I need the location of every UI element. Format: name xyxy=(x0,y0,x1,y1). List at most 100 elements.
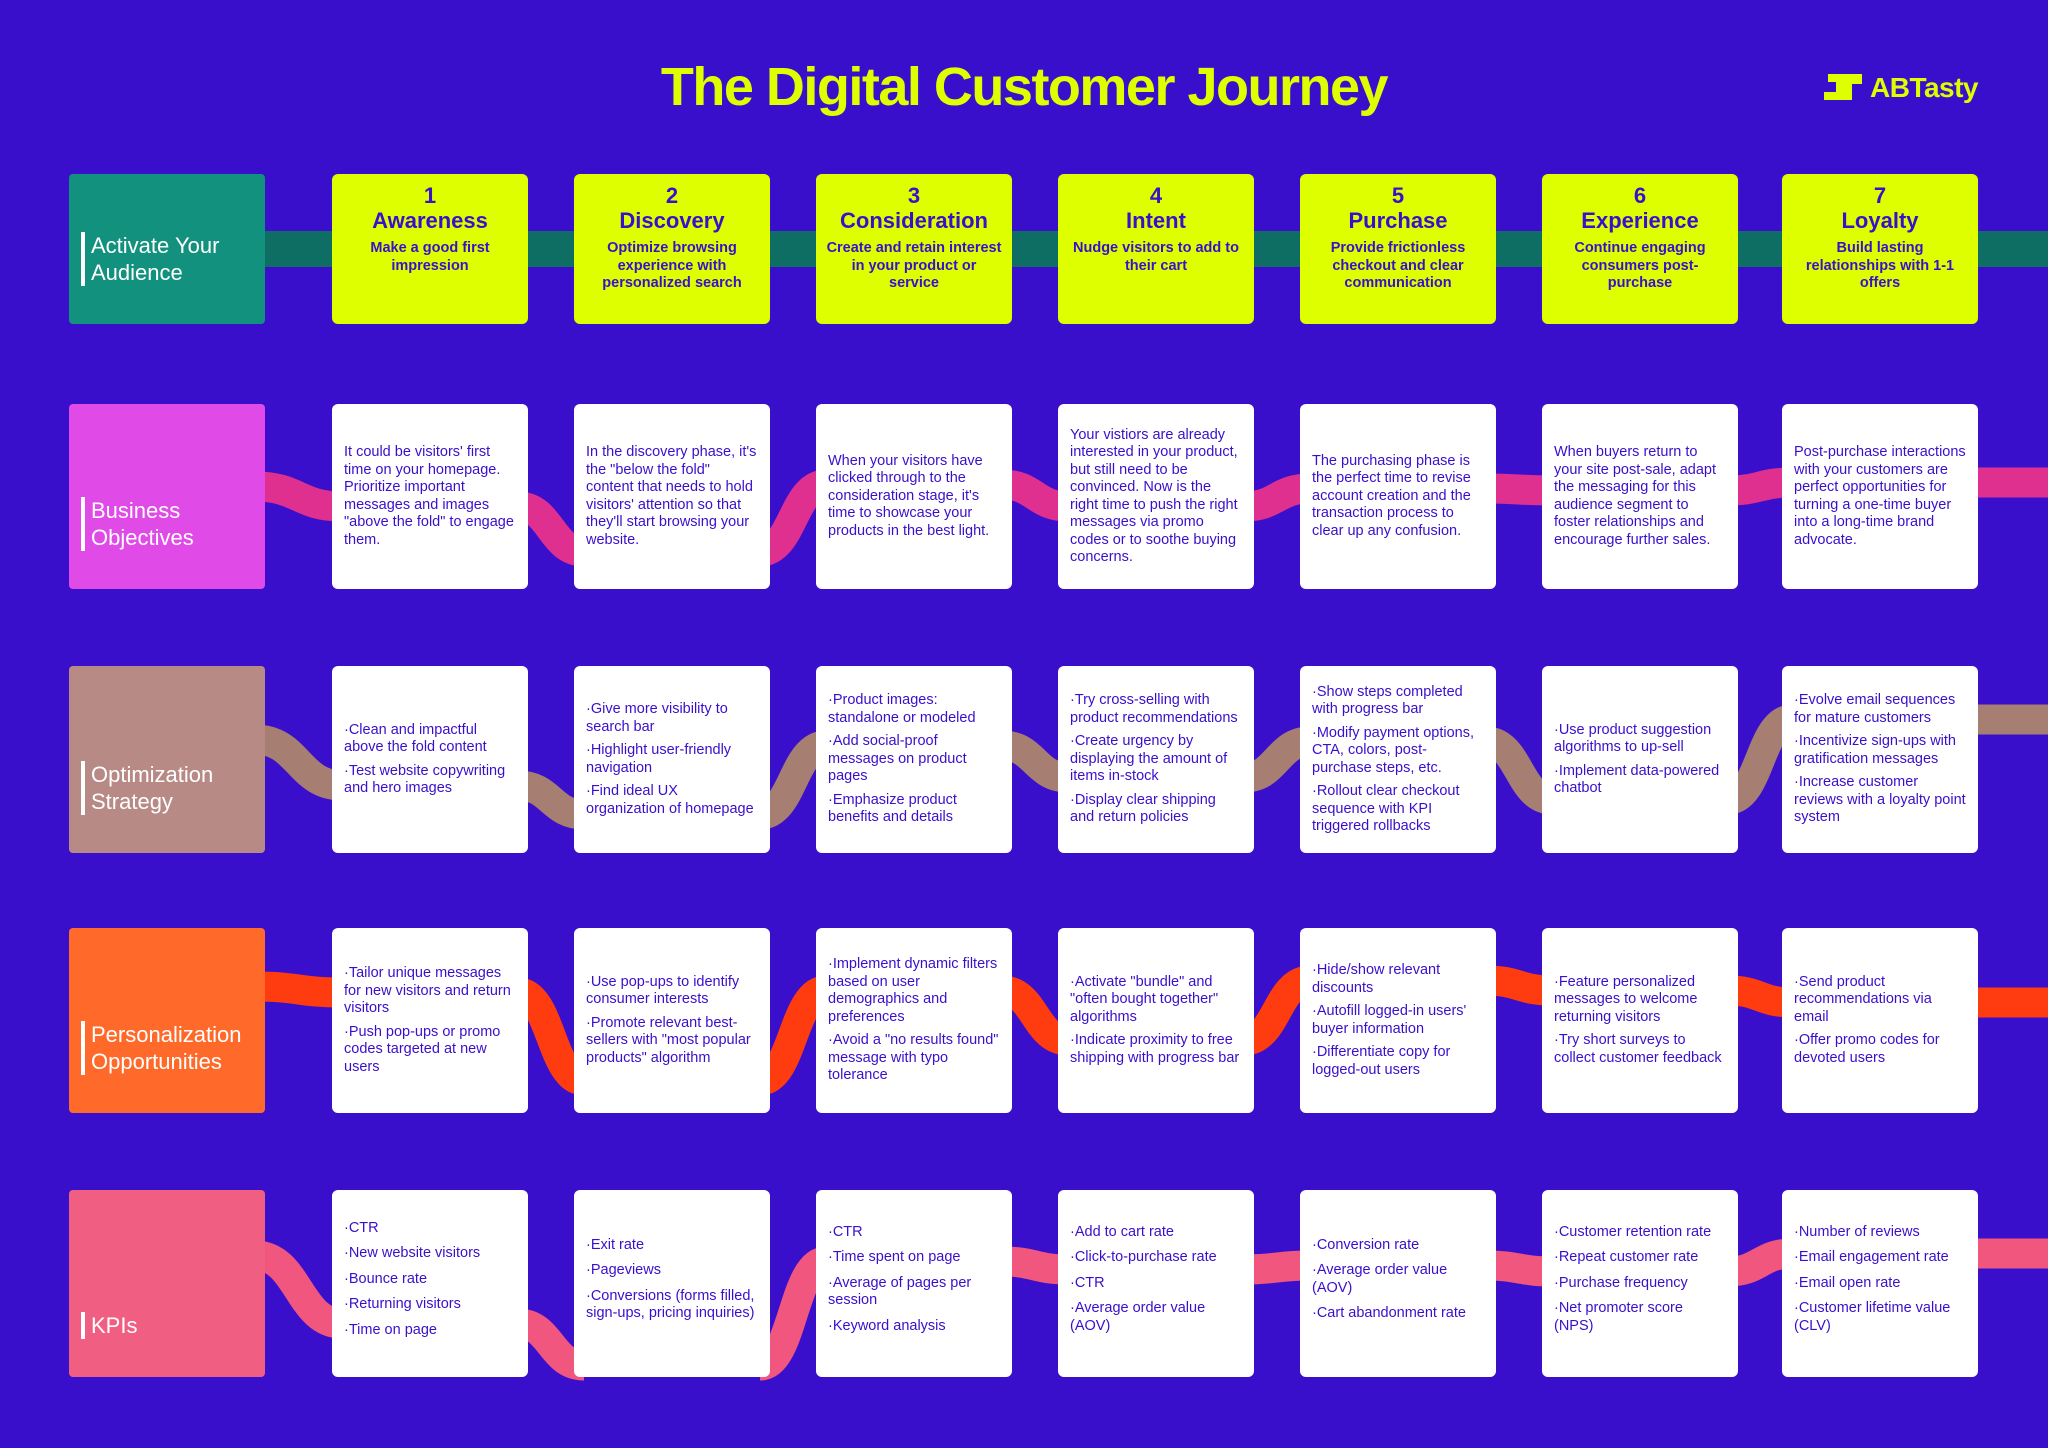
bullet-item: ·Find ideal UX organization of homepage xyxy=(586,783,754,817)
optimization-card: ·Clean and impactful above the fold cont… xyxy=(332,666,528,853)
bullet-item: ·Give more visibility to search bar xyxy=(586,701,728,735)
bullet-item: ·Incentivize sign-ups with gratification… xyxy=(1794,733,1956,767)
stage-name: Loyalty xyxy=(1841,208,1919,233)
stage-number: 6 xyxy=(1633,183,1647,208)
business-objective-card: When your visitors have clicked through … xyxy=(816,404,1012,589)
row-label-text: Optimization Strategy xyxy=(81,761,213,815)
bullet-item: ·Modify payment options, CTA, colors, po… xyxy=(1312,724,1474,776)
stage-description: Optimize browsing experience with person… xyxy=(602,240,742,291)
row-label-personalization: Personalization Opportunities xyxy=(69,928,265,1113)
kpi-item: ·New website visitors xyxy=(344,1245,481,1262)
business-objective-card: The purchasing phase is the perfect time… xyxy=(1300,404,1496,589)
page-title: The Digital Customer Journey xyxy=(660,57,1389,117)
bullet-item: ·Use pop-ups to identify consumer intere… xyxy=(586,973,740,1008)
row-label-kpis: KPIs xyxy=(69,1190,265,1377)
row-label-text: Business Objectives xyxy=(81,497,194,551)
bullet-item: ·Offer promo codes for devoted users xyxy=(1794,1032,1940,1066)
kpi-item: ·CTR xyxy=(344,1219,379,1236)
stage-number: 2 xyxy=(665,183,679,208)
business-objective-card: In the discovery phase, it's the "below … xyxy=(574,404,770,589)
personalization-card: ·Implement dynamic filters based on user… xyxy=(816,928,1012,1113)
abtasty-logo-icon xyxy=(1824,74,1862,100)
business-objective-text: In the discovery phase, it's the "below … xyxy=(586,444,757,548)
bullet-item: ·Send product recommendations via email xyxy=(1794,973,1932,1025)
business-objective-text: It could be visitors' first time on your… xyxy=(344,444,514,548)
connector-personalization xyxy=(514,977,588,1096)
kpi-item: ·Customer retention rate xyxy=(1554,1223,1712,1240)
stage-name: Purchase xyxy=(1348,208,1448,233)
kpi-item: ·Cart abandonment rate xyxy=(1312,1305,1466,1321)
kpi-card: ·Exit rate·Pageviews·Conversions (forms … xyxy=(574,1190,770,1377)
kpi-item: ·Returning visitors xyxy=(344,1296,461,1313)
kpi-item: ·Email engagement rate xyxy=(1794,1249,1949,1266)
row-label-text: Personalization Opportunities xyxy=(81,1021,241,1075)
optimization-card: ·Try cross-selling with product recommen… xyxy=(1058,666,1254,853)
bullet-item: ·Emphasize product benefits and details xyxy=(828,791,957,826)
connector-personalization xyxy=(756,975,830,1096)
connector-personalization xyxy=(254,971,343,1008)
kpi-item: ·Purchase frequency xyxy=(1554,1274,1688,1291)
kpi-item: ·CTR xyxy=(828,1223,863,1240)
stage-number: 5 xyxy=(1391,183,1405,208)
bullet-item: ·Add social-proof messages on product pa… xyxy=(828,733,967,785)
kpi-item: ·Bounce rate xyxy=(344,1270,428,1287)
kpi-card: ·Conversion rate·Average order value (AO… xyxy=(1300,1190,1496,1377)
stage-description: Provide frictionless checkout and clear … xyxy=(1330,240,1466,291)
bullet-item: ·Try short surveys to collect customer f… xyxy=(1554,1032,1722,1066)
bullet-item: ·Rollout clear checkout sequence with KP… xyxy=(1312,783,1460,834)
kpi-card: ·Customer retention rate ·Repeat customer… xyxy=(1542,1190,1738,1377)
stage-name: Discovery xyxy=(619,208,725,233)
bullet-item: ·Implement dynamic filters based on user… xyxy=(828,956,998,1025)
stage-name: Awareness xyxy=(372,208,488,233)
stage-number: 3 xyxy=(907,183,921,208)
kpi-item: ·Customer lifetime value (CLV) xyxy=(1794,1300,1951,1334)
connector-kpis xyxy=(756,1246,830,1381)
optimization-card: ·Show steps completed with progress bar ·… xyxy=(1300,666,1496,853)
kpi-card: ·Number of reviews·Email engagement rate… xyxy=(1782,1190,1978,1377)
row-label-text: Activate Your Audience xyxy=(81,232,219,286)
stage-number: 1 xyxy=(423,183,437,208)
kpi-item: ·Time spent on page xyxy=(828,1249,961,1266)
kpi-item: ·Pageviews xyxy=(586,1262,661,1278)
kpi-item: ·Repeat customer rate xyxy=(1554,1249,1699,1266)
row-label-optimization: Optimization Strategy xyxy=(69,666,265,853)
bullet-item: ·Tailor unique messages for new visitors… xyxy=(344,965,511,1016)
stage-number: 7 xyxy=(1873,183,1887,208)
business-objective-text: When buyers return to your site post-sal… xyxy=(1554,444,1717,548)
stage-description: Continue engaging consumers post-purchas… xyxy=(1574,240,1706,291)
stage-name: Intent xyxy=(1126,208,1186,233)
bullet-item: ·Increase customer reviews with a loyalt… xyxy=(1794,774,1966,826)
row-label-business: Business Objectives xyxy=(69,404,265,589)
personalization-card: ·Use pop-ups to identify consumer intere… xyxy=(574,928,770,1113)
stage-description: Build lasting relationships with 1-1 off… xyxy=(1805,240,1955,291)
stage-name: Experience xyxy=(1581,208,1699,233)
kpi-item: ·Time on page xyxy=(344,1321,437,1338)
bullet-item: ·Avoid a "no results found" message with… xyxy=(828,1032,999,1084)
kpi-item: ·Net promoter score (NPS) xyxy=(1554,1300,1683,1334)
stage-number: 4 xyxy=(1149,183,1163,208)
bullet-item: ·Implement data-powered chatbot xyxy=(1554,762,1720,797)
personalization-card: ·Send product recommendations via email ·… xyxy=(1782,928,1978,1113)
optimization-card: ·Evolve email sequences for mature custo… xyxy=(1782,666,1978,853)
personalization-card: ·Hide/show relevant discounts·Autofill l… xyxy=(1300,928,1496,1113)
row-label-text: KPIs xyxy=(81,1312,137,1339)
bullet-item: ·Autofill logged-in users' buyer informa… xyxy=(1312,1003,1467,1037)
bullet-item: ·Show steps completed with progress bar xyxy=(1312,683,1463,718)
optimization-card: ·Give more visibility to search bar·High… xyxy=(574,666,770,853)
business-objective-text: Your vistiors are already interested in … xyxy=(1070,426,1238,566)
bullet-item: ·Display clear shipping and return polic… xyxy=(1070,791,1216,826)
bullet-item: ·Indicate proximity to free shipping wit… xyxy=(1070,1032,1240,1066)
personalization-card: ·Tailor unique messages for new visitors… xyxy=(332,928,528,1113)
kpi-item: ·Exit rate xyxy=(586,1236,645,1253)
kpi-item: ·Email open rate xyxy=(1794,1274,1901,1291)
kpi-item: ·Click-to-purchase rate xyxy=(1070,1249,1217,1266)
business-objective-card: Your vistiors are already interested in … xyxy=(1058,404,1254,589)
stage-name: Consideration xyxy=(840,208,988,233)
kpi-item: ·Average of pages per session xyxy=(828,1274,972,1309)
